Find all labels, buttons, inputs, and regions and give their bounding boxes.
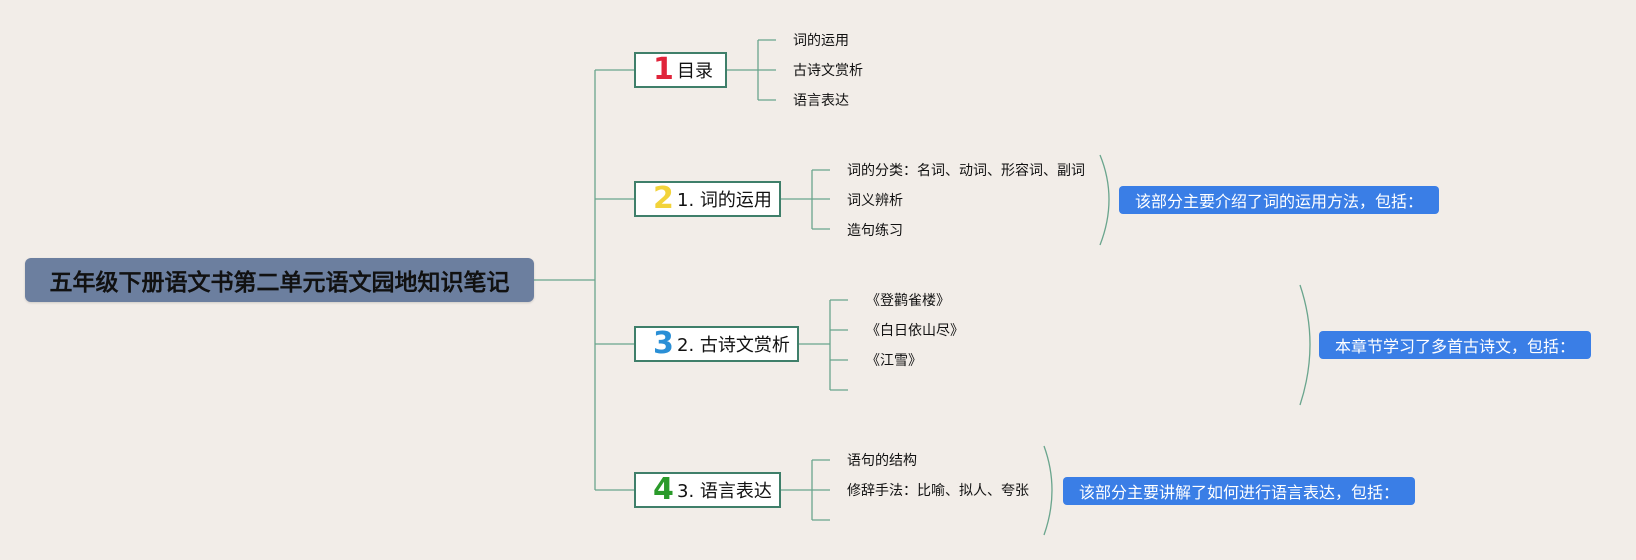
number-badge-4: 4	[653, 472, 674, 507]
branch-topic-3[interactable]: 3 2. 古诗文赏析	[634, 326, 799, 362]
branch-topic-4[interactable]: 4 3. 语言表达	[634, 472, 781, 508]
leaf-topic[interactable]: 《江雪》	[866, 353, 922, 369]
leaf-topic[interactable]: 《登鹳雀楼》	[866, 293, 950, 309]
leaf-topic[interactable]: 词义辨析	[847, 193, 903, 209]
number-badge-1: 1	[653, 52, 674, 87]
branch-label-2: 1. 词的运用	[677, 190, 772, 211]
leaf-topic[interactable]: 修辞手法：比喻、拟人、夸张	[847, 483, 1029, 499]
summary-bracket-4	[1043, 445, 1053, 536]
branch-topic-1[interactable]: 1 目录	[634, 52, 727, 88]
number-badge-2: 2	[653, 181, 674, 216]
leaf-topic[interactable]: 词的运用	[793, 33, 849, 49]
summary-topic-4[interactable]: 该部分主要讲解了如何进行语言表达，包括：	[1063, 477, 1415, 505]
root-topic[interactable]: 五年级下册语文书第二单元语文园地知识笔记	[25, 258, 534, 302]
number-badge-3: 3	[653, 326, 674, 361]
branch-topic-2[interactable]: 2 1. 词的运用	[634, 181, 781, 217]
summary-topic-3[interactable]: 本章节学习了多首古诗文，包括：	[1319, 331, 1591, 359]
leaf-topic[interactable]: 语言表达	[793, 93, 849, 109]
leaf-topic[interactable]: 古诗文赏析	[793, 63, 863, 79]
root-title: 五年级下册语文书第二单元语文园地知识笔记	[49, 270, 510, 296]
summary-bracket-3	[1299, 284, 1311, 406]
branch-label-3: 2. 古诗文赏析	[677, 335, 790, 356]
leaf-topic[interactable]: 《白日依山尽》	[866, 323, 964, 339]
branch-label-4: 3. 语言表达	[677, 481, 772, 502]
leaf-topic[interactable]: 造句练习	[847, 223, 903, 239]
summary-topic-2[interactable]: 该部分主要介绍了词的运用方法，包括：	[1119, 186, 1439, 214]
leaf-topic[interactable]: 词的分类：名词、动词、形容词、副词	[847, 163, 1085, 179]
leaf-topic[interactable]: 语句的结构	[847, 453, 917, 469]
branch-label-1: 目录	[677, 61, 713, 82]
summary-bracket-2	[1099, 154, 1110, 246]
